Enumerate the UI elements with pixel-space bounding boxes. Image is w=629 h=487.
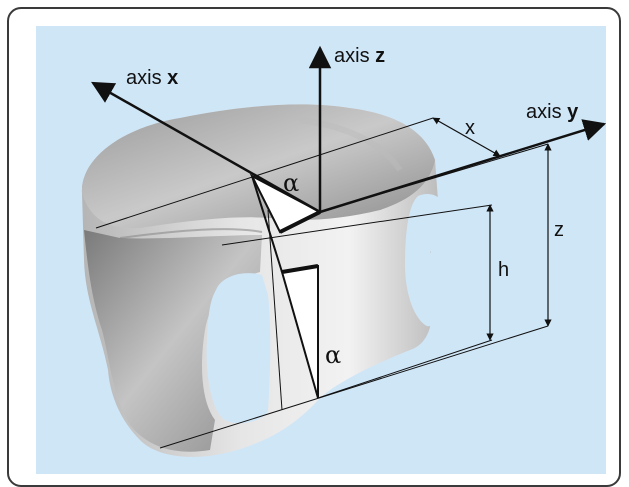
labels: axis x axis z axis y x z h α α [126,45,579,369]
dimension-arrows [432,117,552,341]
axis-y-line [319,119,607,214]
axis-z-label: axis z [334,45,385,67]
axis-x-line [91,81,321,214]
angle-alpha-top: α [283,169,299,197]
axis-y-letter: y [567,101,579,123]
angle-alpha-bottom: α [325,341,341,369]
axis-x-label: axis x [126,67,178,89]
axis-z-prefix: axis [334,45,370,67]
left-foramen [206,273,271,424]
dimension-x-arrow [432,117,501,157]
dimension-z-label: z [554,219,564,241]
lateral-surface [84,230,262,452]
superior-endplate [81,104,435,229]
dimension-x-label: x [465,117,475,139]
axes [91,45,607,214]
dimension-h-label: h [498,259,509,281]
axis-y-label: axis y [526,101,579,123]
right-notch [405,194,449,327]
axis-y-prefix: axis [526,101,562,123]
vertebra-illustration [81,104,449,457]
axis-x-prefix: axis [126,67,162,89]
axis-x-letter: x [167,67,178,89]
axis-z-letter: z [375,45,385,67]
